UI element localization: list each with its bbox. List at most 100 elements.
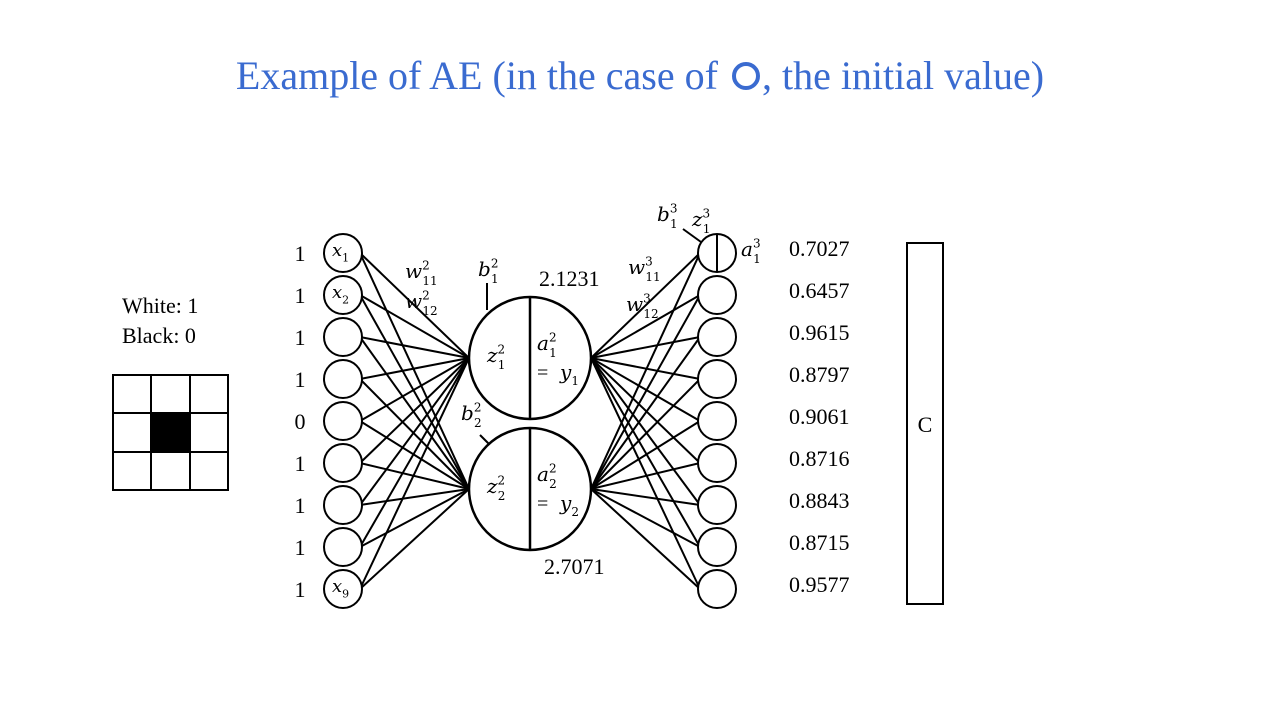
connection-line: [359, 488, 470, 548]
pixel-cell: [113, 413, 152, 452]
title-text-after: , the initial value): [761, 53, 1045, 98]
input-node: [323, 275, 363, 315]
connection-line: [590, 294, 701, 490]
pixel-cell: [151, 375, 190, 414]
input-value: 1: [295, 325, 306, 350]
hidden-y-label: y1: [559, 360, 579, 388]
connection-line: [590, 488, 701, 548]
connection-line: [359, 357, 470, 506]
input-value: 1: [295, 241, 306, 266]
connection-line: [359, 336, 470, 359]
input-value: 1: [295, 451, 306, 476]
output-value: 0.7027: [789, 236, 850, 261]
input-value: 1: [295, 283, 306, 308]
connection-line: [359, 336, 470, 490]
output-node: [697, 317, 737, 357]
output-value: 0.6457: [789, 278, 850, 303]
connection-line: [590, 294, 701, 359]
input-node-label-x9: x9: [332, 576, 349, 600]
cost-box: C: [906, 242, 944, 605]
connection-line: [359, 294, 470, 490]
connection-line: [359, 378, 470, 490]
input-node: [323, 317, 363, 357]
pixel-cell: [189, 375, 228, 414]
output-node: [697, 443, 737, 483]
connection-line: [590, 336, 701, 490]
connection-line: [590, 488, 701, 590]
hidden-y-label: y2: [559, 491, 579, 519]
legend-black: Black: 0: [122, 323, 196, 348]
connection-line: [359, 357, 470, 380]
pixel-cell: [113, 451, 152, 490]
pixel-cell: [151, 413, 190, 452]
connection-line: [590, 336, 701, 359]
output-node: [697, 401, 737, 441]
bias-line: [479, 434, 490, 445]
input-value: 1: [295, 535, 306, 560]
slide-title: Example of AE (in the case of , the init…: [0, 52, 1280, 99]
connection-line: [359, 420, 470, 490]
input-node: [323, 527, 363, 567]
output-node: [697, 527, 737, 567]
pixel-cell: [189, 451, 228, 490]
connection-line: [590, 420, 701, 490]
input-value: 1: [295, 577, 306, 602]
equals-sign: =: [537, 362, 548, 384]
connection-line: [590, 357, 701, 590]
output-value: 0.9061: [789, 404, 850, 429]
input-value: 0: [295, 409, 306, 434]
circle-icon: [731, 62, 760, 90]
pixel-cell: [189, 413, 228, 452]
input-node: [323, 485, 363, 525]
input-value: 1: [295, 367, 306, 392]
input-node-label-x1: x1: [332, 240, 349, 264]
pixel-cell: [113, 375, 152, 414]
connection-line: [359, 294, 470, 359]
input-node: [323, 569, 363, 609]
output-node: [697, 359, 737, 399]
input-node: [323, 401, 363, 441]
output-value: 0.8797: [789, 362, 850, 387]
connection-line: [359, 357, 470, 422]
output-value: 0.9615: [789, 320, 850, 345]
output-value: 0.8716: [789, 446, 850, 471]
connection-line: [590, 357, 701, 506]
input-node: [323, 359, 363, 399]
connection-line: [359, 252, 470, 490]
output-value: 0.9577: [789, 572, 850, 597]
bias-line: [682, 228, 702, 243]
output-node: [697, 485, 737, 525]
connection-line: [590, 462, 701, 490]
input-value: 1: [295, 493, 306, 518]
output-node: [697, 275, 737, 315]
pixel-cell: [151, 451, 190, 490]
equals-sign: =: [537, 493, 548, 515]
connection-line: [359, 357, 470, 548]
pixel-grid: [112, 374, 229, 491]
connection-line: [359, 357, 470, 590]
connection-line: [359, 357, 470, 464]
legend-white: White: 1: [122, 293, 199, 318]
connection-line: [590, 252, 701, 359]
connection-line: [359, 488, 470, 506]
output-value: 0.8843: [789, 488, 850, 513]
connection-line: [590, 488, 701, 506]
input-node: [323, 233, 363, 273]
title-text-before: Example of AE (in the case of: [235, 53, 728, 98]
connection-line: [590, 252, 701, 490]
connection-line: [590, 357, 701, 464]
input-node: [323, 443, 363, 483]
